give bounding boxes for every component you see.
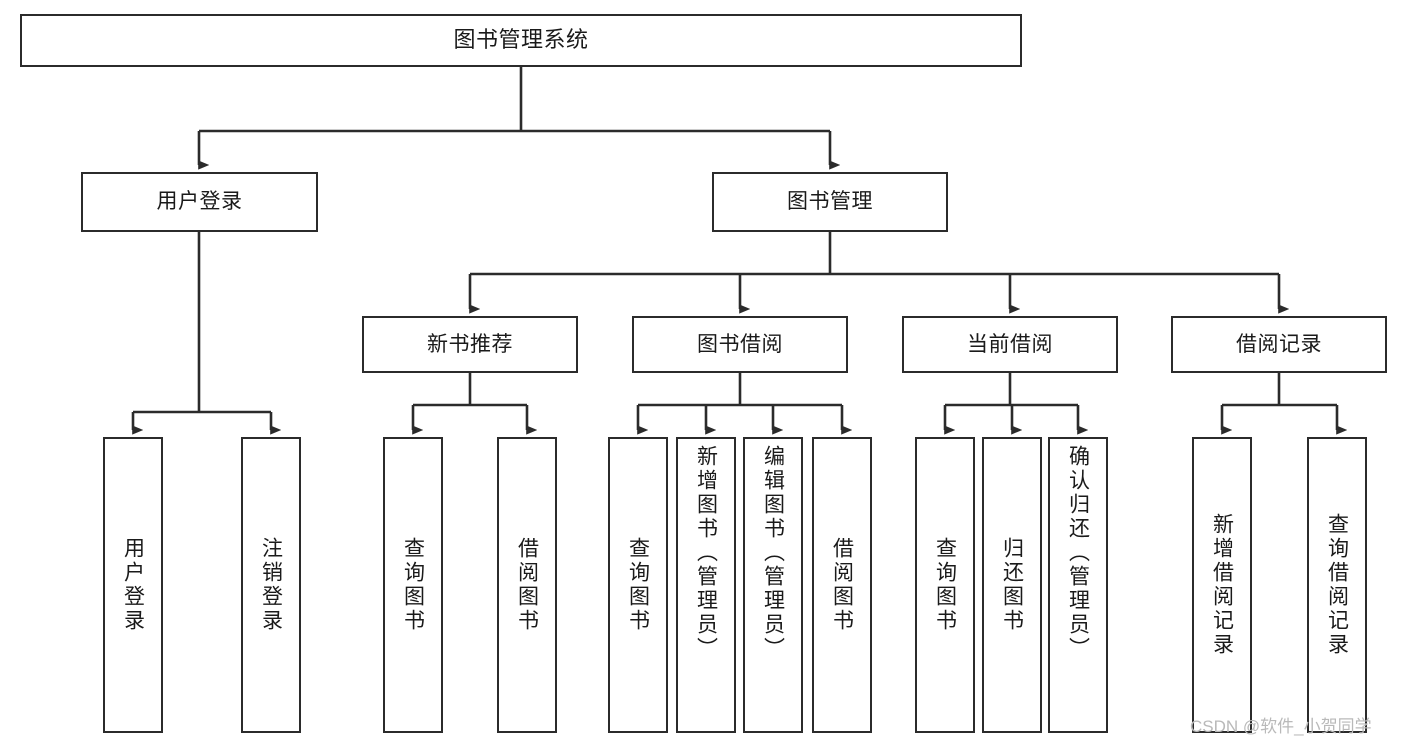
node-label: 查询图书	[626, 537, 650, 633]
node-label: 确认归还（管理员）	[1066, 445, 1090, 661]
leaf-confirm-return-admin[interactable]: 确认归还（管理员）	[1048, 437, 1108, 733]
node-label: 新书推荐	[427, 332, 513, 356]
leaf-add-borrow-record[interactable]: 新增借阅记录	[1192, 437, 1252, 733]
node-label: 图书管理系统	[453, 27, 589, 53]
node-label: 归还图书	[1000, 537, 1024, 633]
leaf-user-login[interactable]: 用户登录	[103, 437, 163, 733]
node-label: 图书借阅	[697, 332, 783, 356]
leaf-return-books[interactable]: 归还图书	[982, 437, 1042, 733]
node-root-system[interactable]: 图书管理系统	[20, 14, 1022, 67]
node-label: 借阅图书	[515, 537, 539, 633]
node-label: 用户登录	[121, 537, 145, 633]
leaf-logout[interactable]: 注销登录	[241, 437, 301, 733]
node-label: 新增借阅记录	[1210, 513, 1234, 657]
leaf-borrow-books-recommend[interactable]: 借阅图书	[497, 437, 557, 733]
node-label: 新增图书（管理员）	[694, 445, 718, 661]
node-label: 用户登录	[156, 190, 243, 214]
node-user-login[interactable]: 用户登录	[81, 172, 318, 232]
leaf-query-borrow-record[interactable]: 查询借阅记录	[1307, 437, 1367, 733]
leaf-add-book-admin[interactable]: 新增图书（管理员）	[676, 437, 736, 733]
node-label: 借阅记录	[1236, 332, 1322, 356]
node-label: 注销登录	[259, 537, 283, 633]
leaf-borrow-books[interactable]: 借阅图书	[812, 437, 872, 733]
node-borrow-records[interactable]: 借阅记录	[1171, 316, 1387, 373]
node-label: 编辑图书（管理员）	[761, 445, 785, 661]
node-label: 查询图书	[933, 537, 957, 633]
leaf-search-books-recommend[interactable]: 查询图书	[383, 437, 443, 733]
node-current-borrow[interactable]: 当前借阅	[902, 316, 1118, 373]
node-label: 借阅图书	[830, 537, 854, 633]
node-new-book-recommend[interactable]: 新书推荐	[362, 316, 578, 373]
leaf-edit-book-admin[interactable]: 编辑图书（管理员）	[743, 437, 803, 733]
node-label: 当前借阅	[967, 332, 1053, 356]
node-book-management[interactable]: 图书管理	[712, 172, 948, 232]
node-label: 查询图书	[401, 537, 425, 633]
node-label: 图书管理	[787, 190, 873, 214]
leaf-search-books-current[interactable]: 查询图书	[915, 437, 975, 733]
node-label: 查询借阅记录	[1325, 513, 1349, 657]
node-book-borrow[interactable]: 图书借阅	[632, 316, 848, 373]
leaf-search-books-borrow[interactable]: 查询图书	[608, 437, 668, 733]
watermark: CSDN @软件_小贺同学	[1190, 717, 1372, 736]
